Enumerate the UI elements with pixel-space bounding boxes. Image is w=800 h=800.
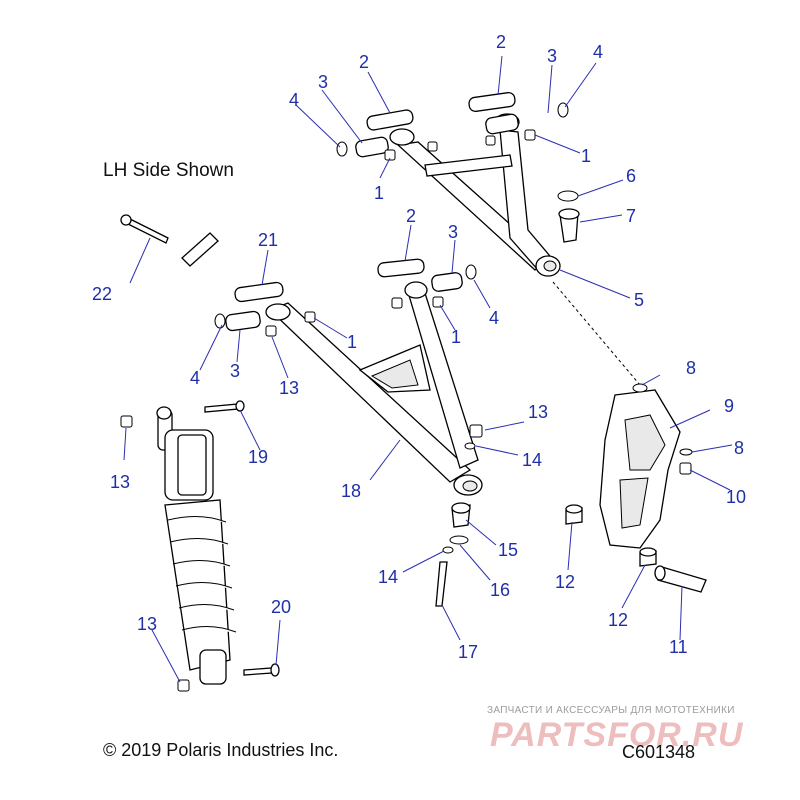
callout-2: 2 [496,32,506,52]
callout-1: 1 [374,183,384,203]
side-note: LH Side Shown [103,160,234,181]
callout-4: 4 [190,368,200,388]
callout-8: 8 [734,438,744,458]
lower-pivot-hardware [214,258,483,450]
callout-9: 9 [724,396,734,416]
callout-14: 14 [378,567,398,587]
callout-2: 2 [359,52,369,72]
callout-6: 6 [626,166,636,186]
callout-3: 3 [230,361,240,381]
callout-11: 11 [669,637,688,657]
callout-21: 21 [258,230,278,250]
callout-1: 1 [581,146,591,166]
callout-12: 12 [608,610,628,630]
loose-pivot-hardware [120,214,219,267]
callout-13: 13 [110,472,130,492]
steering-knuckle [599,383,693,549]
callout-4: 4 [289,90,299,110]
callout-19: 19 [248,447,268,467]
callout-7: 7 [626,206,636,226]
callout-8: 8 [686,358,696,378]
callout-2: 2 [406,206,416,226]
leader-lines [123,55,733,683]
callout-14: 14 [522,450,542,470]
watermark-logo: PARTSFOR.RU [490,716,744,754]
callout-10: 10 [726,487,746,507]
callout-16: 16 [490,580,510,600]
lower-ball-joint [435,502,471,607]
callout-13: 13 [528,402,548,422]
callout-17: 17 [458,642,478,662]
callout-3: 3 [448,222,458,242]
callouts: 4 3 2 1 2 3 4 1 6 7 5 22 21 2 3 4 1 1 4 … [92,32,746,662]
spindle-bushings [565,504,707,593]
upper-pivot-hardware [336,91,569,161]
callout-5: 5 [634,290,644,310]
watermark-tagline: ЗАПЧАСТИ И АКСЕССУАРЫ ДЛЯ МОТОТЕХНИКИ [487,705,735,716]
ball-joint-hardware [557,190,580,243]
callout-13: 13 [137,614,157,634]
callout-15: 15 [498,540,518,560]
callout-12: 12 [555,572,575,592]
shock-absorber [120,406,237,692]
callout-18: 18 [341,481,361,501]
callout-20: 20 [271,597,291,617]
callout-13: 13 [279,378,299,398]
callout-1: 1 [347,332,357,352]
drawing-code: C601348 [622,742,696,762]
callout-1: 1 [451,327,461,347]
callout-3: 3 [547,46,557,66]
callout-4: 4 [489,308,499,328]
lower-a-arm [265,281,483,496]
callout-22: 22 [92,284,112,304]
callout-3: 3 [318,72,328,92]
copyright-notice: © 2019 Polaris Industries Inc. [103,740,339,760]
callout-4: 4 [593,42,603,62]
